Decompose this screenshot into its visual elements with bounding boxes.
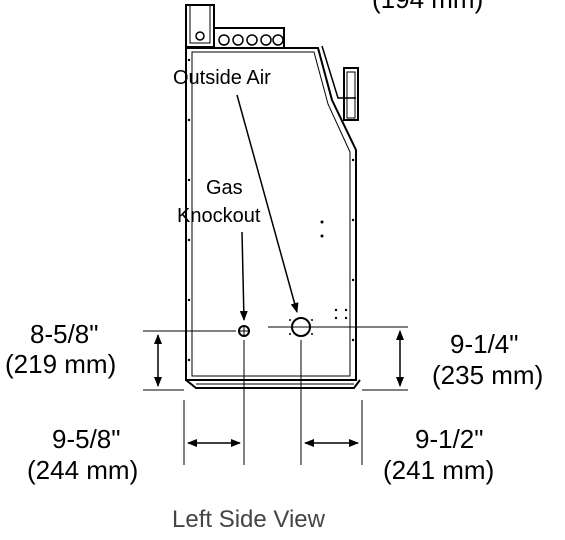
furnace-cabinet — [185, 4, 361, 389]
dimension-arrows — [154, 330, 404, 447]
right-width-imperial: 9-1/2" — [415, 424, 484, 454]
extension-lines — [143, 326, 408, 465]
right-width-metric: (241 mm) — [383, 455, 494, 485]
top-dimension-partial: (194 mm) — [372, 0, 483, 14]
gas-knockout-hole — [238, 325, 250, 337]
left-height-imperial: 8-5/8" — [30, 319, 99, 349]
cabinet-screws — [187, 58, 355, 362]
outside-air-leader — [236, 94, 299, 313]
outside-air-label: Outside Air — [173, 67, 271, 89]
control-knobs — [195, 31, 284, 46]
gas-knockout-leader — [239, 231, 248, 321]
knockout-label: Knockout — [177, 205, 261, 227]
left-width-imperial: 9-5/8" — [52, 424, 121, 454]
flue-collar — [343, 67, 359, 121]
right-height-imperial: 9-1/4" — [450, 329, 519, 359]
left-height-metric: (219 mm) — [5, 349, 116, 379]
gas-label: Gas — [206, 177, 243, 199]
right-height-metric: (235 mm) — [432, 360, 543, 390]
left-width-metric: (244 mm) — [27, 455, 138, 485]
view-caption: Left Side View — [172, 506, 326, 533]
